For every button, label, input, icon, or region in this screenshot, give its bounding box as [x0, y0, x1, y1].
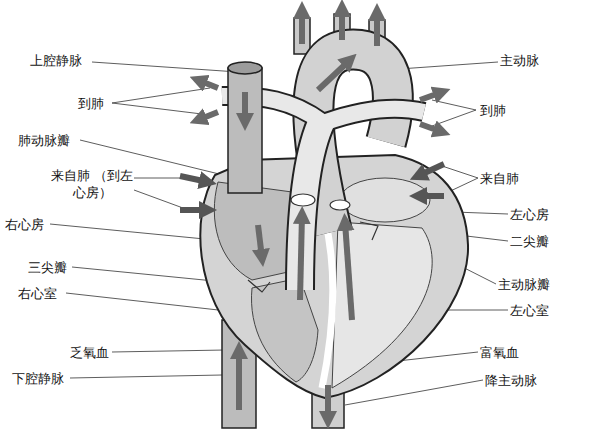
- flow-arrow: [242, 92, 248, 122]
- artery-arrow: [339, 8, 345, 40]
- right-ventricle: [251, 278, 318, 382]
- pulmonary-valve: [291, 194, 315, 206]
- leader-line: [70, 375, 222, 378]
- left-ventricle: [332, 222, 432, 388]
- part-label: 主动脉瓣: [498, 276, 550, 293]
- part-label: 三尖瓣: [28, 259, 67, 276]
- mitral-valve: [360, 222, 378, 240]
- from-lung-arrow: [418, 193, 444, 199]
- flow-arrow: [258, 225, 262, 258]
- part-label: 来自肺 （到左心房）: [50, 167, 134, 201]
- part-label: 右心室: [18, 285, 57, 302]
- septum: [322, 215, 333, 388]
- part-label: 下腔静脉: [12, 370, 64, 387]
- leader-line: [432, 110, 476, 126]
- to-lung-arrow: [198, 112, 218, 120]
- flow-arrow: [300, 215, 302, 300]
- part-label: 左心室: [510, 302, 549, 319]
- leader-line: [134, 178, 183, 179]
- part-label: 上腔静脉: [30, 52, 82, 69]
- left-atrium: [340, 178, 430, 222]
- flow-arrow: [236, 350, 242, 410]
- leader-line: [112, 103, 210, 115]
- leader-line: [50, 224, 215, 240]
- flow-arrow: [318, 60, 350, 90]
- part-label: 来自肺: [480, 170, 519, 187]
- to-lung-arrow: [420, 124, 442, 132]
- right-atrium: [214, 182, 292, 280]
- pulmonary-branch: [326, 109, 424, 122]
- leader-line: [442, 166, 478, 178]
- to-lung-arrow: [198, 80, 218, 88]
- from-lung-arrow: [180, 176, 208, 182]
- leader-line: [432, 100, 476, 110]
- pulmonary-branch-outline: [326, 109, 424, 122]
- from-lung-arrows: [180, 164, 444, 210]
- leader-line: [112, 350, 225, 352]
- part-label: 肺动脉瓣: [18, 132, 70, 149]
- from-lung-arrow: [180, 207, 208, 213]
- leader-line: [92, 62, 238, 72]
- to-lung-arrow: [420, 92, 442, 100]
- leader-line: [134, 190, 183, 208]
- tricuspid-valve: [248, 280, 270, 292]
- vena-cava-opening: [228, 62, 262, 74]
- part-label: 二尖瓣: [510, 233, 549, 250]
- flow-arrow: [325, 385, 331, 420]
- part-label: 到肺: [480, 102, 506, 119]
- from-lung-arrow: [418, 164, 444, 176]
- artery-arrow: [374, 12, 380, 46]
- superior-vena-cava: [228, 68, 262, 193]
- flow-arrows: [198, 8, 442, 420]
- leader-line: [112, 88, 210, 103]
- part-label: 主动脉: [500, 52, 539, 69]
- aortic-valve: [330, 200, 350, 210]
- flow-arrow: [345, 222, 352, 320]
- part-label: 降主动脉: [485, 372, 537, 389]
- part-label: 左心房: [510, 206, 549, 223]
- artery-arrow: [299, 10, 305, 44]
- part-label: 到肺: [78, 95, 104, 112]
- part-label: 右心房: [5, 216, 44, 233]
- leader-lines: [50, 62, 508, 405]
- valves: [248, 194, 378, 292]
- part-label: 乏氧血: [70, 344, 109, 361]
- part-label: 富氧血: [480, 344, 519, 361]
